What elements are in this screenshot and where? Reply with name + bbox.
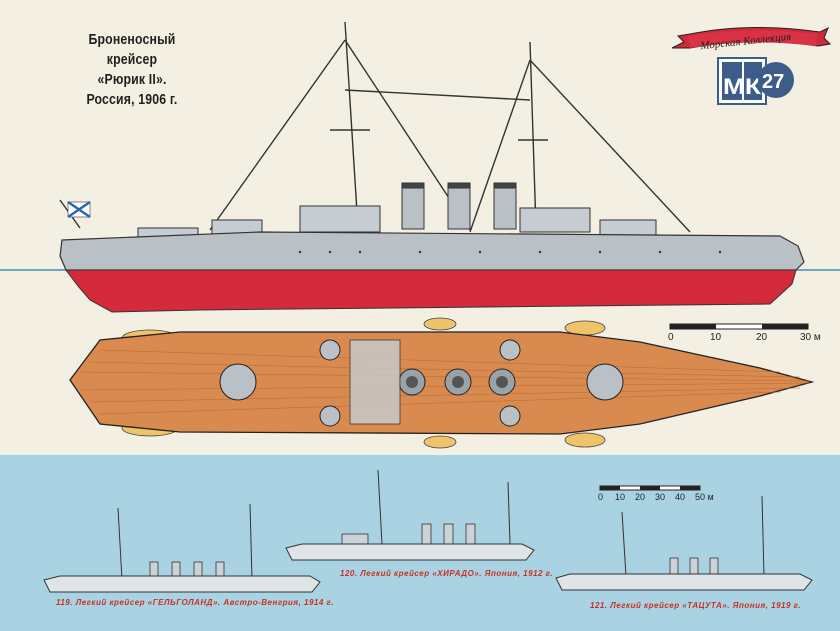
cruiser-deck-plan-drawing [69, 317, 815, 449]
caption-helgoland: 119. Легкий крейсер «ГЕЛЬГОЛАНД». Австро… [56, 598, 334, 607]
hirado-profile-drawing [285, 469, 535, 561]
main-scale-tick-10: 10 [710, 332, 722, 343]
issue-number: 27 [762, 71, 784, 93]
mk-letters: МК [723, 74, 762, 99]
ribbon-icon [671, 26, 832, 49]
caption-hirado: 120. Легкий крейсер «ХИРАДО». Япония, 19… [340, 569, 554, 578]
small-scale-tick-40: 40 [675, 492, 686, 502]
page-title: Броненосный крейсер «Рюрик II». Россия, … [52, 30, 212, 110]
title-line-2: «Рюрик II». [97, 71, 167, 88]
cruiser-profile-drawing [59, 21, 805, 313]
main-scale-bar [669, 323, 809, 330]
small-scale-tick-30: 30 [655, 492, 666, 502]
title-line-3: Россия, 1906 г. [86, 91, 178, 108]
main-scale-tick-20: 20 [756, 332, 768, 343]
small-scale-tick-0: 0 [598, 492, 604, 502]
small-scale-bar [599, 485, 701, 491]
tatsuta-profile-drawing [555, 495, 813, 591]
small-scale-tick-20: 20 [635, 492, 646, 502]
bottom-plate-background [0, 455, 840, 631]
small-scale-tick-10: 10 [615, 492, 626, 502]
main-scale-tick-30: 30 м [800, 332, 821, 343]
caption-tatsuta: 121. Легкий крейсер «ТАЦУТА». Япония, 19… [590, 601, 802, 610]
title-line-1: Броненосный крейсер [88, 31, 176, 68]
naval-flag-icon [67, 200, 91, 219]
main-scale-tick-0: 0 [668, 332, 674, 343]
small-scale-tick-50: 50 м [695, 492, 714, 502]
series-logo: Морская Коллекция МК 27 [671, 26, 832, 105]
helgoland-profile-drawing [43, 503, 321, 593]
